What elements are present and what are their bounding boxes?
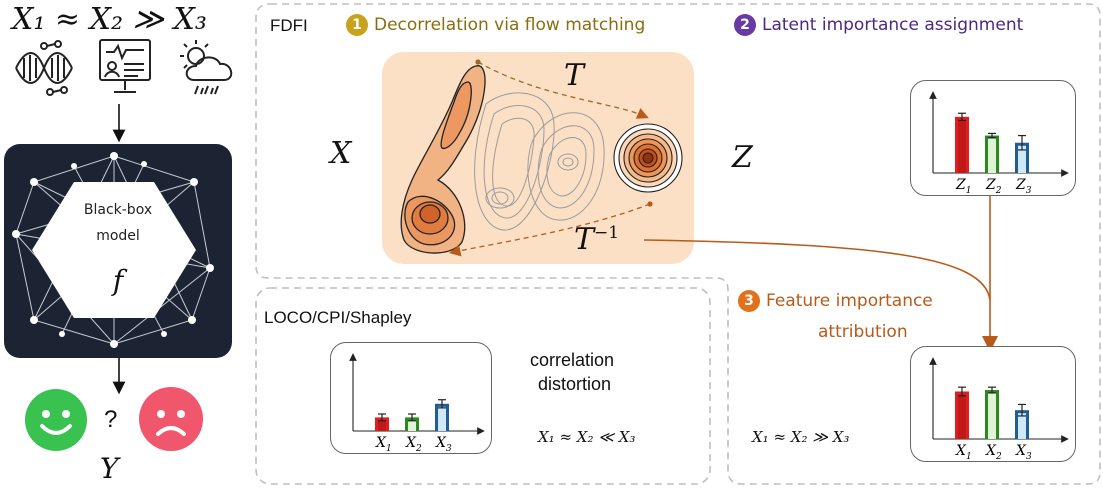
step1-label: Decorrelation via flow matching xyxy=(374,15,646,35)
sad-face-icon xyxy=(139,387,203,451)
bar-fill-X1 xyxy=(958,394,966,439)
baseline-importance-chart: X1 X2 X3 xyxy=(330,342,492,454)
step3-badge: 3 xyxy=(738,290,760,312)
weather-icon xyxy=(180,40,233,95)
step2-badge: 2 xyxy=(734,14,756,36)
tick-label-X1: X1 xyxy=(955,443,972,461)
fdfi-title: FDFI xyxy=(270,16,308,35)
model-hexagon xyxy=(32,182,196,318)
tick-label-Z1: Z1 xyxy=(955,177,971,195)
baseline-relation: X₁ ≈ X₂ ≪ X₃ xyxy=(538,428,636,446)
model-function-symbol: f xyxy=(112,264,124,297)
step3-label-line2: attribution xyxy=(818,322,908,342)
bar-fill-X3 xyxy=(438,406,446,431)
inverse-map-label: T−1 xyxy=(574,222,619,257)
tick-subscript-X1: 1 xyxy=(966,452,972,461)
fdfi-importance-chart: X1 X2 X3 xyxy=(910,346,1076,462)
tick-subscript-X3: 3 xyxy=(446,444,452,453)
tick-label-Z2: Z2 xyxy=(985,177,1002,195)
inverse-map-exponent: −1 xyxy=(594,223,620,243)
latent-chart-svg: Z1 Z2 Z3 xyxy=(929,91,1069,196)
tick-label-X2: X2 xyxy=(405,435,422,453)
bar-fill-X2 xyxy=(408,420,416,431)
model-label-line2: model xyxy=(96,228,140,244)
baseline-region xyxy=(255,287,711,485)
tick-subscript-X1: 1 xyxy=(386,444,392,453)
x-symbol: X xyxy=(330,136,352,171)
fdfi-chart-svg: X1 X2 X3 xyxy=(929,357,1069,462)
output-symbol: Y xyxy=(100,452,119,485)
tick-subscript-Z3: 3 xyxy=(1026,186,1032,195)
dna-icon xyxy=(15,40,73,96)
latent-importance-chart: Z1 Z2 Z3 xyxy=(910,80,1076,196)
step2-heading: 2 Latent importance assignment xyxy=(734,14,1023,36)
network-graph xyxy=(12,152,214,348)
model-label-line1: Black-box xyxy=(83,202,153,218)
tick-label-X2: X2 xyxy=(985,443,1002,461)
distortion-line1: correlation xyxy=(530,350,615,370)
input-relation: X₁ ≈ X₂ ≫ X₃ xyxy=(12,2,207,37)
transport-map-label: T xyxy=(564,58,585,93)
left-arrows xyxy=(112,104,126,395)
step1-badge: 1 xyxy=(346,14,368,36)
clinical-record-icon xyxy=(99,39,151,93)
tick-label-Z3: Z3 xyxy=(1015,177,1032,195)
tick-subscript-Z2: 2 xyxy=(995,186,1002,195)
z-symbol: Z xyxy=(732,140,753,175)
tick-subscript-Z1: 1 xyxy=(966,186,972,195)
fdfi-region xyxy=(255,3,1101,485)
bar-fill-Z1 xyxy=(958,119,966,173)
step1-heading: 1 Decorrelation via flow matching xyxy=(346,14,645,36)
step3-heading: 3 Feature importance xyxy=(738,290,933,312)
bar-fill-X3 xyxy=(1018,413,1026,439)
tick-label-X3: X3 xyxy=(1015,443,1032,461)
distortion-line2: distortion xyxy=(538,374,612,394)
bar-fill-X2 xyxy=(988,393,996,439)
flow-contours xyxy=(400,59,683,257)
tick-subscript-X2: 2 xyxy=(995,452,1002,461)
tick-label-X1: X1 xyxy=(375,435,392,453)
happy-face-icon xyxy=(25,389,87,451)
step3-label-line1: Feature importance xyxy=(766,291,933,311)
tick-subscript-X2: 2 xyxy=(415,444,422,453)
tick-subscript-X3: 3 xyxy=(1026,452,1032,461)
bar-fill-X1 xyxy=(378,420,386,431)
attribution-relation: X₁ ≈ X₂ ≫ X₃ xyxy=(752,428,850,446)
question-mark: ? xyxy=(104,406,118,433)
tick-label-X3: X3 xyxy=(435,435,452,453)
step2-label: Latent importance assignment xyxy=(762,15,1024,35)
bar-fill-Z2 xyxy=(988,138,996,173)
baseline-chart-svg: X1 X2 X3 xyxy=(349,353,485,454)
baseline-title: LOCO/CPI/Shapley xyxy=(264,308,412,327)
bar-fill-Z3 xyxy=(1018,145,1026,173)
inverse-map-symbol: T xyxy=(574,222,595,257)
